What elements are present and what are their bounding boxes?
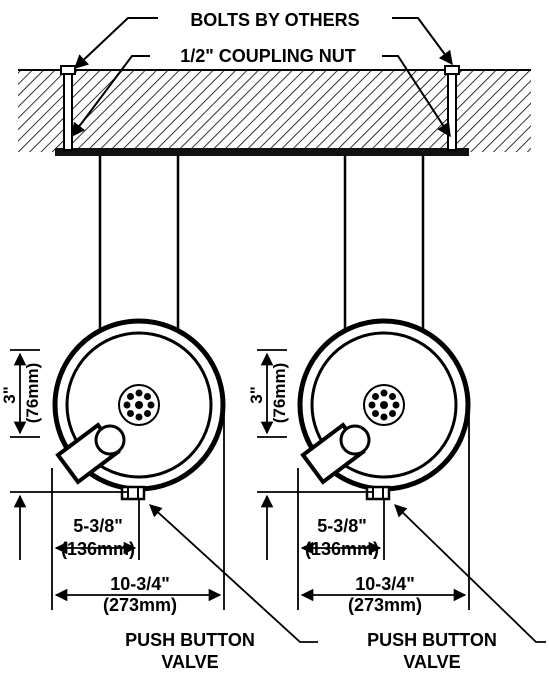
depth-label-left: 3" (0, 386, 19, 404)
depth-mm-label-left: (76mm) (23, 363, 42, 423)
width-mm-label-right: (273mm) (348, 595, 422, 615)
valve-label-right-line1: PUSH BUTTON (367, 630, 497, 650)
bolt-right (444, 65, 460, 151)
fountain-unit-right (297, 318, 471, 501)
offset-label-right: 5-3/8" (317, 516, 367, 536)
offset-label-left: 5-3/8" (73, 516, 123, 536)
width-mm-label-left: (273mm) (103, 595, 177, 615)
offset-mm-label-right: (136mm) (305, 539, 379, 559)
valve-label-left-line1: PUSH BUTTON (125, 630, 255, 650)
width-label-left: 10-3/4" (110, 574, 170, 594)
drain-icon (363, 384, 405, 426)
width-label-right: 10-3/4" (355, 574, 415, 594)
drain-icon (118, 384, 160, 426)
valve-label-right-line2: VALVE (403, 652, 460, 672)
dimensions-left (10, 349, 318, 643)
depth-label-right: 3" (247, 386, 266, 404)
bubbler-icon (55, 422, 126, 485)
coupling-nut-label: 1/2" COUPLING NUT (180, 46, 356, 66)
ceiling-hatch (18, 70, 531, 152)
dimensions-right (257, 349, 546, 643)
bubbler-icon (300, 422, 371, 485)
mounting-plate (55, 148, 469, 156)
push-button-valve-icon (120, 485, 146, 501)
bolts-label: BOLTS BY OTHERS (190, 10, 359, 30)
valve-label-left-line2: VALVE (161, 652, 218, 672)
fountain-unit-left (52, 318, 226, 501)
push-button-valve-icon (365, 485, 391, 501)
offset-mm-label-left: (136mm) (61, 539, 135, 559)
callout-leaders (71, 17, 453, 138)
bolt-left (60, 65, 76, 151)
ceiling-structure (18, 69, 531, 152)
hanging-rods (98, 156, 425, 335)
depth-mm-label-right: (76mm) (270, 363, 289, 423)
